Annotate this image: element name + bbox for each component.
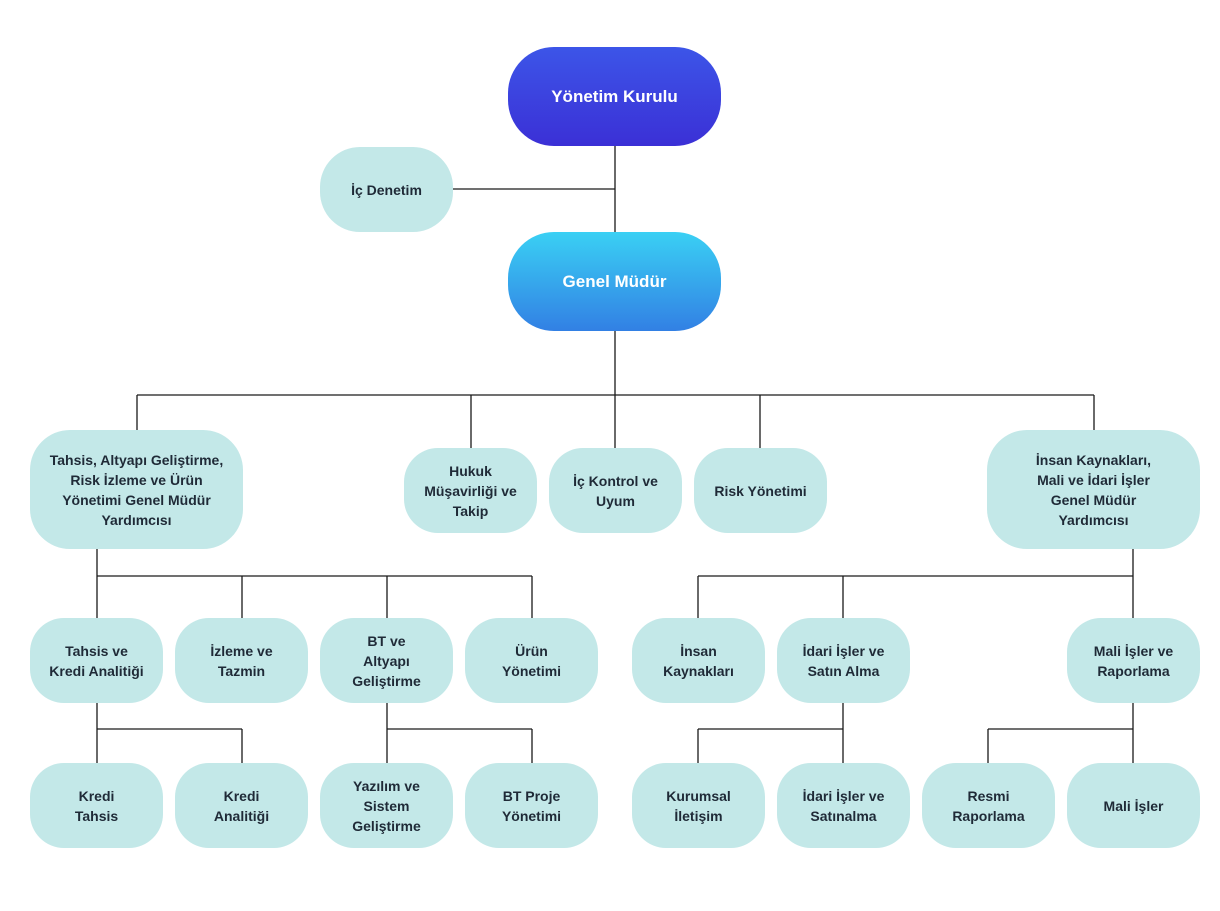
node-bt-altyapi: BT ve Altyapı Geliştirme — [320, 618, 453, 703]
node-genel-mudur: Genel Müdür — [508, 232, 721, 331]
node-idari-satinalma: İdari İşler ve Satınalma — [777, 763, 910, 848]
node-resmi-raporlama: Resmi Raporlama — [922, 763, 1055, 848]
node-yazilim-sistem: Yazılım ve Sistem Geliştirme — [320, 763, 453, 848]
node-urun-yonetimi: Ürün Yönetimi — [465, 618, 598, 703]
node-risk-yonetimi: Risk Yönetimi — [694, 448, 827, 533]
node-ic-denetim: İç Denetim — [320, 147, 453, 232]
node-insan-kaynaklari: İnsan Kaynakları — [632, 618, 765, 703]
node-hukuk: Hukuk Müşavirliği ve Takip — [404, 448, 537, 533]
node-kredi-analitigi: Kredi Analitiği — [175, 763, 308, 848]
node-tahsis-kredi: Tahsis ve Kredi Analitiği — [30, 618, 163, 703]
node-izleme-tazmin: İzleme ve Tazmin — [175, 618, 308, 703]
node-kredi-tahsis: Kredi Tahsis — [30, 763, 163, 848]
node-kurumsal-iletisim: Kurumsal İletişim — [632, 763, 765, 848]
node-idari-satin-alma: İdari İşler ve Satın Alma — [777, 618, 910, 703]
node-mali-isler: Mali İşler — [1067, 763, 1200, 848]
node-bt-proje: BT Proje Yönetimi — [465, 763, 598, 848]
node-ic-kontrol: İç Kontrol ve Uyum — [549, 448, 682, 533]
node-yonetim-kurulu: Yönetim Kurulu — [508, 47, 721, 146]
node-mali-raporlama: Mali İşler ve Raporlama — [1067, 618, 1200, 703]
node-tahsis-gmy: Tahsis, Altyapı Geliştirme, Risk İzleme … — [30, 430, 243, 549]
node-ik-gmy: İnsan Kaynakları, Mali ve İdari İşler Ge… — [987, 430, 1200, 549]
